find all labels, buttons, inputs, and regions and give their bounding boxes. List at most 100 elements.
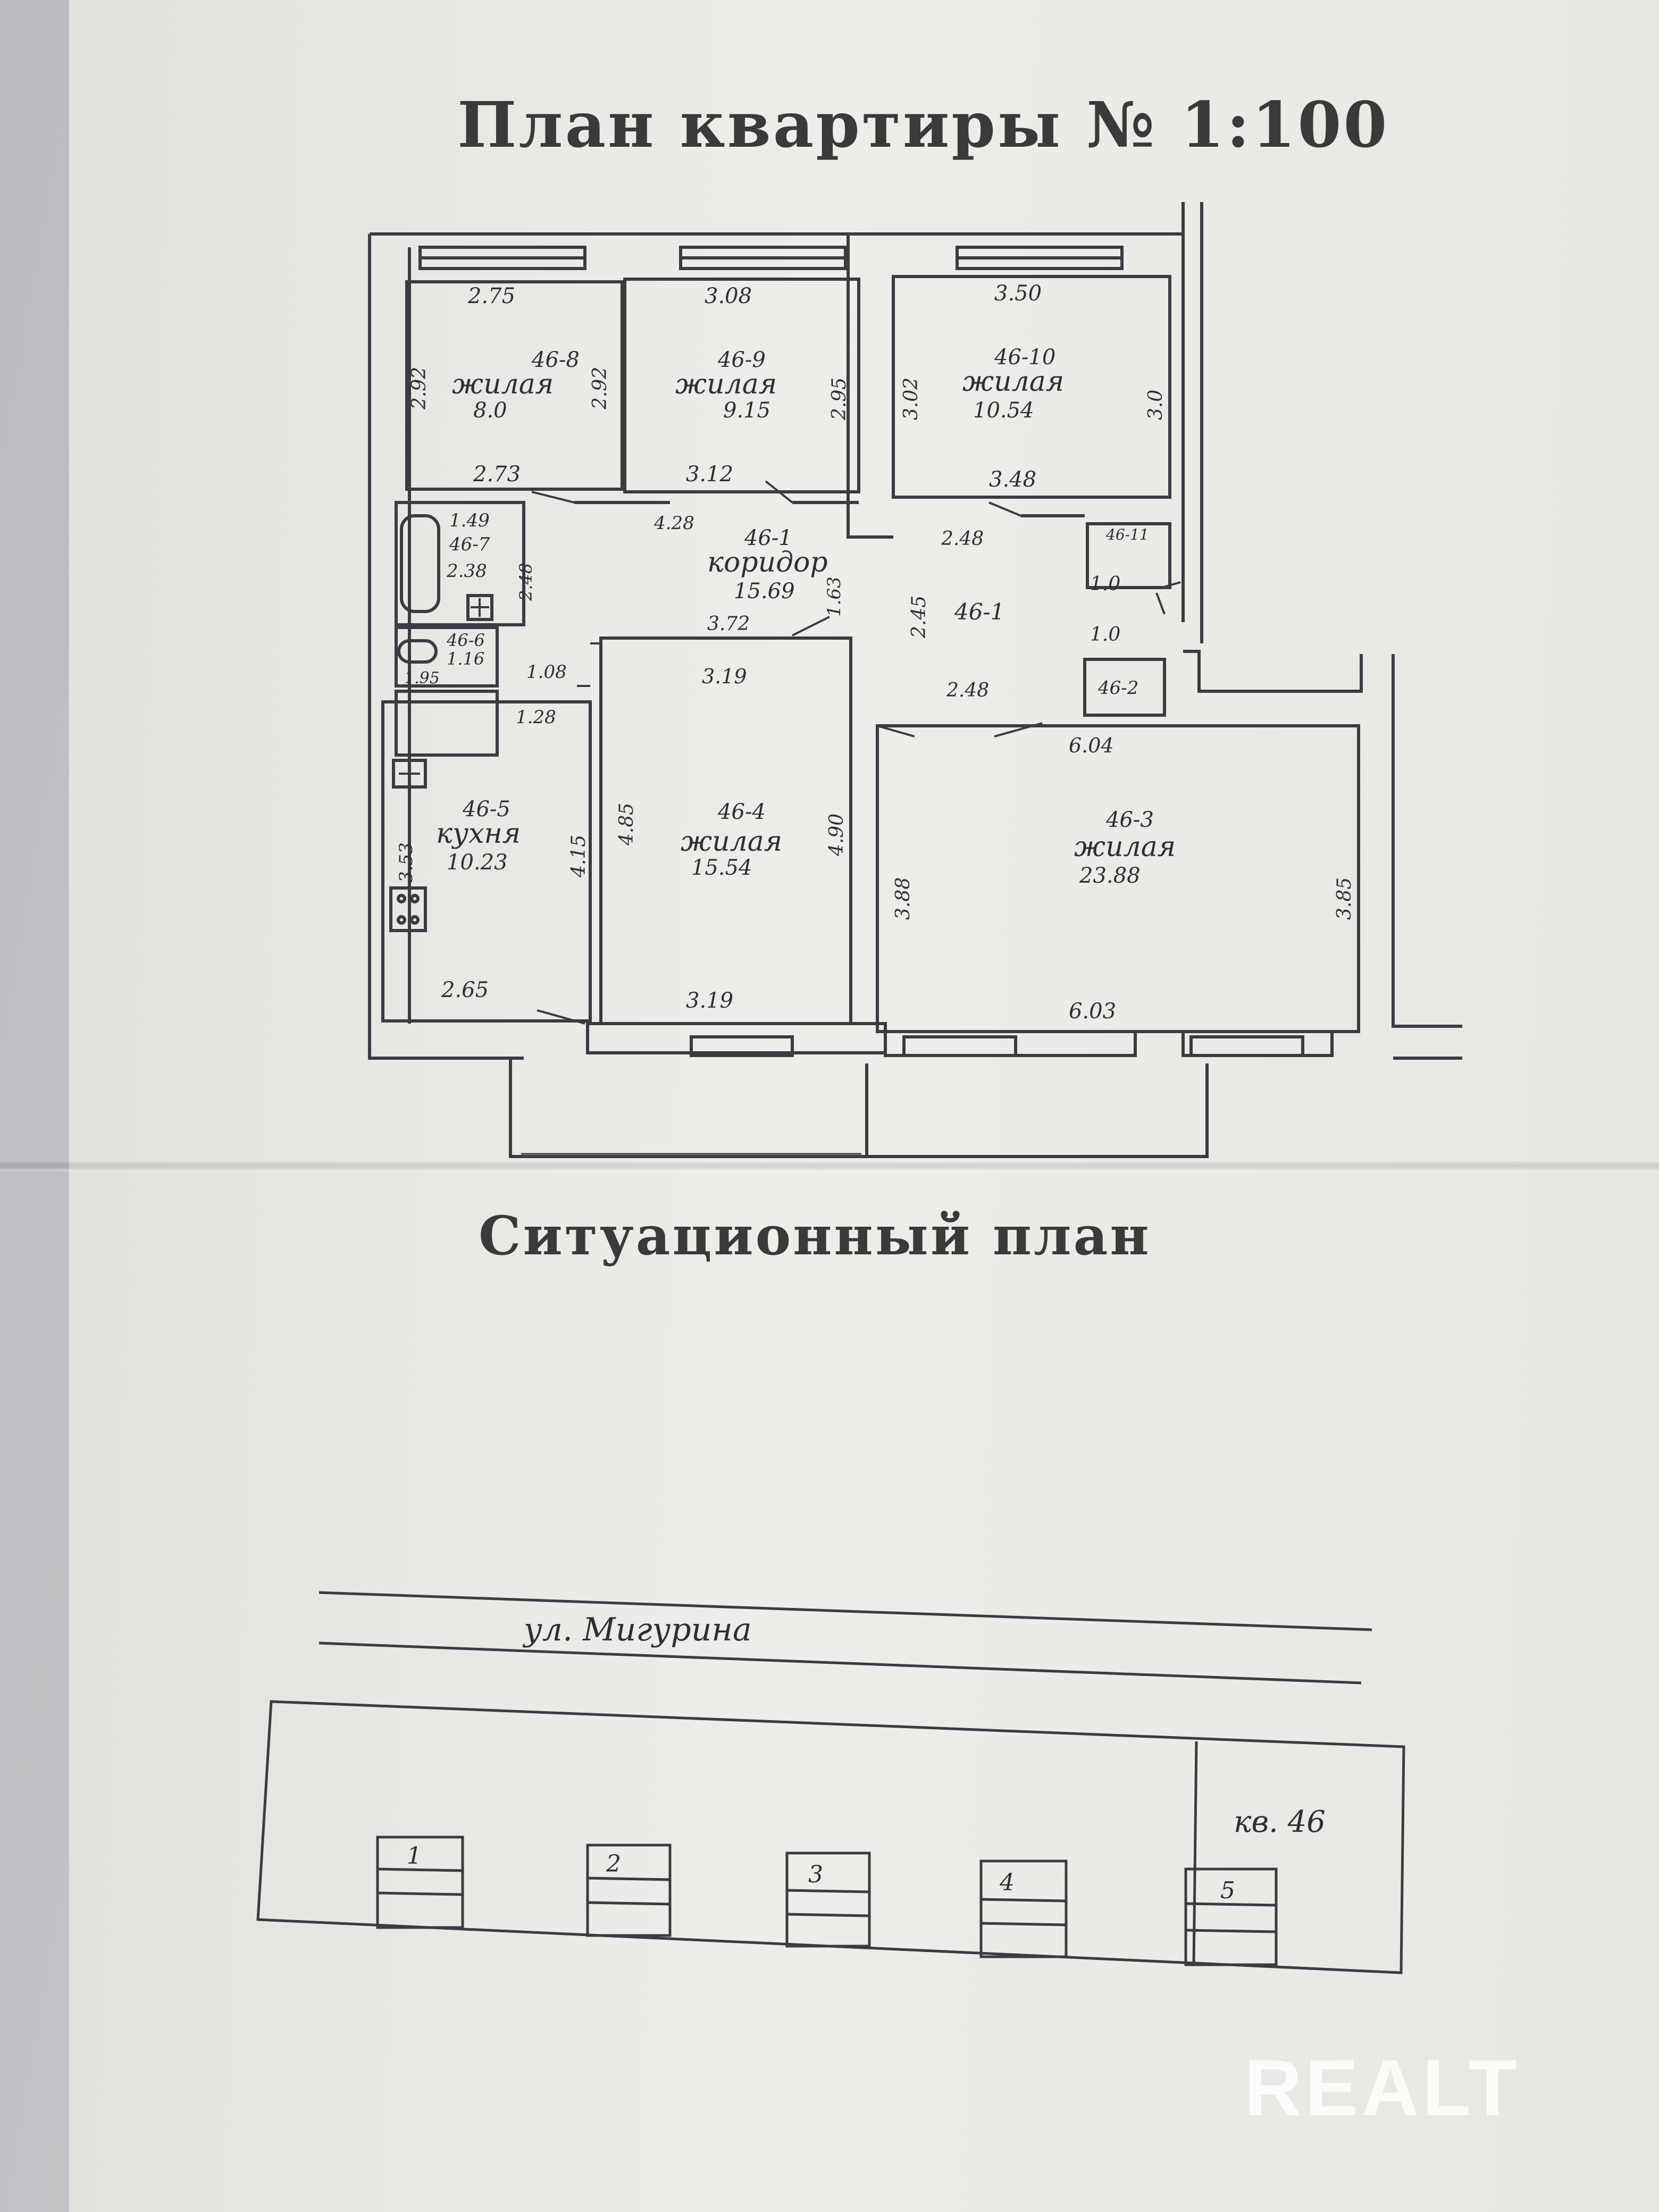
room-46-9-outline — [623, 278, 860, 493]
bathtub-icon — [400, 514, 440, 613]
room-46-5-area: 10.23 — [447, 850, 508, 875]
dim-corridor-245: 2.45 — [908, 596, 930, 639]
plan-labels: 2.75 46-8 жилая 8.0 2.92 2.92 2.73 3.08 … — [396, 281, 1355, 1024]
dim-46-8-bottom: 2.73 — [473, 462, 521, 487]
dim-corridor-128: 1.28 — [516, 707, 556, 728]
room-46-10-area: 10.54 — [973, 398, 1034, 423]
room-46-6-id: 46-6 — [446, 630, 485, 650]
room-46-4-type: жилая — [681, 826, 782, 858]
street-line-1 — [319, 1591, 1372, 1631]
entrance-2-label: 2 — [606, 1850, 621, 1878]
stove-icon — [389, 886, 427, 932]
paper-sheet — [69, 0, 1659, 2212]
room-46-10-outline — [892, 275, 1171, 499]
street-name: ул. Мигурина — [522, 1611, 752, 1648]
washroom-outline — [395, 690, 499, 757]
closet-46-11-outline — [1086, 522, 1171, 589]
dim-46-3-left: 3.88 — [892, 877, 914, 920]
dim-corridor-163: 1.63 — [824, 576, 845, 617]
room-46-6-area: 1.16 — [447, 649, 484, 669]
dim-46-4-bottom: 3.19 — [686, 988, 733, 1013]
corridor-id: 46-1 — [744, 526, 792, 550]
dim-46-2: 1.0 — [1090, 624, 1120, 646]
block-label: кв. 46 — [1234, 1805, 1326, 1839]
entrance-3-label: 3 — [808, 1861, 823, 1888]
room-46-10-type: жилая — [962, 366, 1064, 398]
dim-46-4-top: 3.19 — [702, 665, 747, 688]
dim-46-4-right: 4.90 — [826, 814, 848, 857]
dim-46-5-bottom: 2.65 — [441, 978, 489, 1002]
room-46-3-type: жилая — [1074, 831, 1176, 863]
closet-46-2-outline — [1083, 658, 1166, 717]
dim-46-8-right: 2.92 — [589, 367, 611, 410]
room-46-9-id: 46-9 — [717, 348, 766, 372]
balcony-1 — [509, 1058, 868, 1158]
dim-46-10-top: 3.50 — [994, 281, 1042, 306]
room-46-4-id: 46-4 — [717, 800, 766, 824]
dim-corridor-248-top: 2.48 — [941, 528, 984, 550]
street-line-2 — [319, 1641, 1362, 1685]
dim-46-10-left: 3.02 — [900, 378, 922, 420]
dim-46-9-right: 2.95 — [828, 378, 850, 421]
dim-46-11: 1.0 — [1090, 573, 1120, 595]
dim-46-5-left: 3.53 — [396, 842, 417, 883]
sink-icon — [466, 594, 493, 621]
room-46-8-type: жилая — [452, 368, 554, 400]
kitchen-sink-icon — [392, 759, 427, 789]
closet-46-11-id: 46-11 — [1105, 526, 1149, 543]
dim-46-8-left: 2.92 — [408, 367, 430, 410]
entrance-5 — [1184, 1867, 1278, 1966]
room-46-3-area: 23.88 — [1079, 864, 1141, 888]
entrance-3 — [785, 1851, 871, 1948]
room-46-4-area: 15.54 — [691, 856, 752, 880]
situation-plan-title: Ситуационный план — [479, 1204, 1151, 1267]
room-46-7-area: 2.38 — [446, 560, 487, 582]
dim-corridor-108: 1.08 — [526, 661, 567, 683]
room-46-8-area: 8.0 — [473, 398, 507, 423]
room-46-9-type: жилая — [675, 368, 777, 400]
dim-46-4-left: 4.85 — [616, 803, 638, 846]
window-4 — [690, 1035, 794, 1057]
room-46-5-type: кухня — [436, 818, 521, 850]
building-outline — [256, 1700, 1405, 1974]
dim-46-6: 1.95 — [404, 669, 440, 688]
dim-corridor-428: 4.28 — [653, 513, 694, 534]
room-46-9-area: 9.15 — [723, 398, 770, 423]
dim-46-3-bottom: 6.03 — [1069, 999, 1116, 1024]
dim-46-7-right: 2.48 — [516, 563, 536, 601]
dim-46-9-bottom: 3.12 — [686, 462, 733, 487]
entrance-1-label: 1 — [407, 1842, 422, 1870]
balcony-2 — [867, 1063, 1209, 1158]
dim-46-9-top: 3.08 — [705, 284, 752, 308]
situation-labels: ул. Мигурина кв. 46 1 2 3 4 5 — [407, 1611, 1326, 1904]
bathroom-46-7-outline — [395, 501, 525, 626]
corridor-type: коридор — [707, 547, 828, 579]
entrance-5-label: 5 — [1220, 1877, 1235, 1904]
entrance-4 — [979, 1859, 1068, 1958]
west-wall — [368, 234, 524, 1060]
dim-46-10-right: 3.0 — [1145, 390, 1167, 420]
room-46-7-id: 46-7 — [449, 534, 490, 555]
corridor-area: 15.69 — [734, 579, 795, 604]
entrance-4-label: 4 — [999, 1869, 1015, 1896]
room-46-8-outline — [405, 280, 624, 491]
dim-46-8-top: 2.75 — [467, 284, 515, 308]
paper-fold — [0, 1162, 1659, 1171]
situation-plan-drawing — [256, 1591, 1405, 1974]
dim-46-3-top: 6.04 — [1069, 734, 1114, 757]
plan-title: План квартиры № 1:100 — [457, 88, 1389, 162]
kitchen-46-5-outline — [381, 700, 592, 1023]
entrance-2 — [586, 1844, 672, 1937]
room-46-3-id: 46-3 — [1105, 808, 1154, 832]
room-46-8-id: 46-8 — [531, 348, 580, 372]
window-5 — [902, 1035, 1017, 1057]
room-46-5-id: 46-5 — [462, 797, 510, 822]
dim-46-7-top: 1.49 — [449, 510, 490, 531]
closet-46-2-id: 46-2 — [1097, 677, 1138, 699]
dim-46-3-right: 3.85 — [1334, 877, 1355, 920]
entrance-1 — [376, 1836, 464, 1929]
toilet-room-46-6-outline — [395, 626, 499, 688]
dim-46-10-bottom: 3.48 — [989, 467, 1036, 492]
